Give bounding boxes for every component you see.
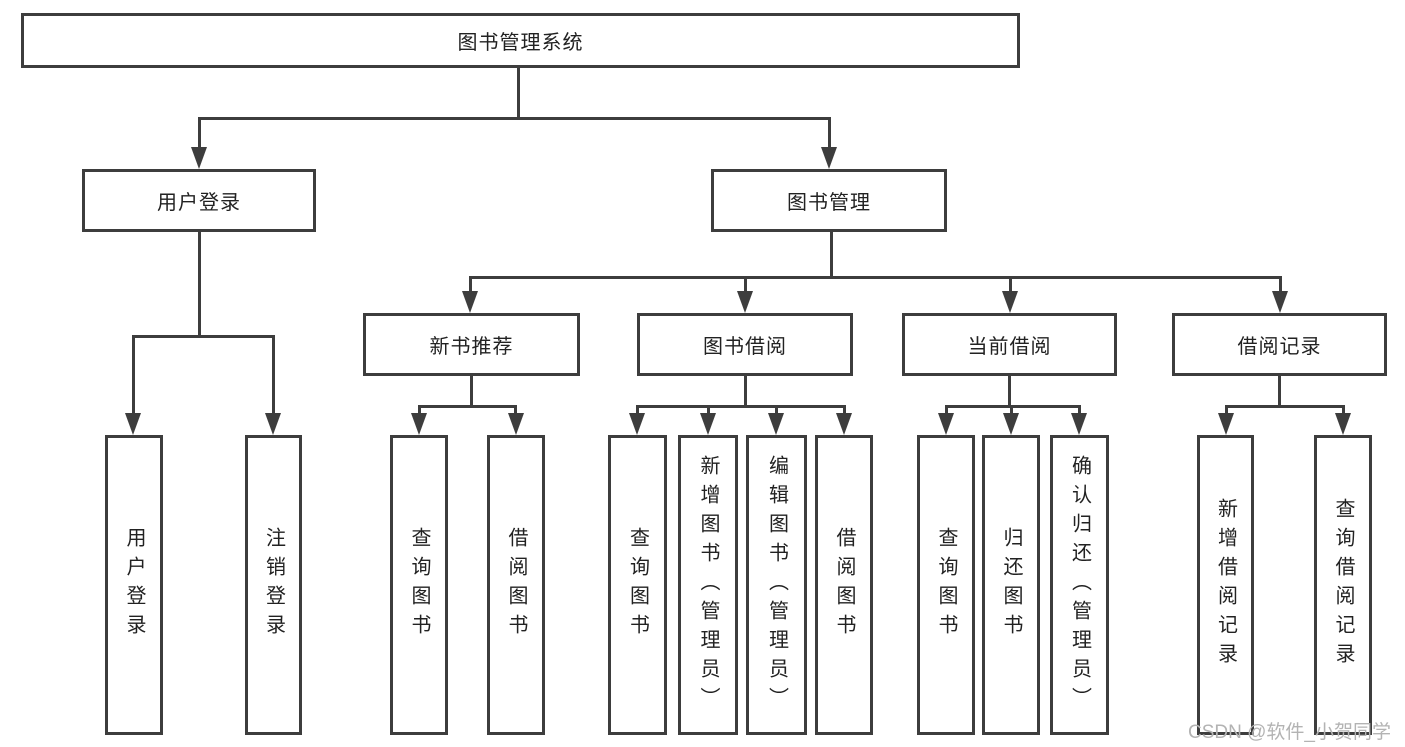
connector-book-borrowing-stem (744, 376, 747, 407)
arrowhead-to-search-books-3 (938, 413, 954, 435)
connector-new-book-rail (418, 405, 517, 408)
connector-to-leaf-user-login (132, 335, 135, 415)
connector-book-management-stem (830, 232, 833, 278)
node-book-management: 图书管理 (711, 169, 947, 232)
connector-to-search-books-1 (418, 405, 421, 417)
connector-root-stem (517, 68, 520, 120)
arrowhead-to-user-login (191, 147, 207, 169)
connector-current-borrowing-stem (1008, 376, 1011, 407)
connector-to-confirm-return (1078, 405, 1081, 417)
arrowhead-to-leaf-logout (265, 413, 281, 435)
connector-to-add-books (707, 405, 710, 417)
connector-borrowing-records-stem (1278, 376, 1281, 407)
csdn-watermark: CSDN @软件_小贺同学 (1188, 722, 1391, 743)
connector-to-add-borrow-record (1225, 405, 1228, 417)
node-borrowing-records: 借阅记录 (1172, 313, 1387, 376)
connector-to-search-books-2 (636, 405, 639, 417)
node-label: 查询图书 (626, 527, 649, 643)
leaf-search-books-borrowing: 查询图书 (608, 435, 667, 735)
connector-to-book-borrowing (744, 276, 747, 294)
leaf-confirm-return-admin: 确认归还（管理员） (1050, 435, 1109, 735)
node-label: 查询图书 (935, 527, 957, 643)
leaf-borrow-books-borrowing: 借阅图书 (815, 435, 873, 735)
connector-borrowing-records-rail (1225, 405, 1344, 408)
arrowhead-to-book-borrowing (737, 291, 753, 313)
node-label: 图书管理系统 (457, 32, 584, 54)
connector-book-management-rail (469, 276, 1282, 279)
arrowhead-to-current-borrowing (1002, 291, 1018, 313)
node-label: 借阅图书 (833, 527, 855, 643)
connector-to-borrow-books-1 (514, 405, 517, 417)
connector-user-login-stem (198, 232, 201, 337)
connector-current-borrowing-rail (945, 405, 1081, 408)
arrowhead-to-search-books-2 (629, 413, 645, 435)
connector-to-edit-books (775, 405, 778, 417)
connector-user-login-rail (133, 335, 275, 338)
node-label: 查询借阅记录 (1332, 498, 1354, 672)
arrowhead-to-search-books-1 (411, 413, 427, 435)
node-label: 新书推荐 (429, 336, 514, 358)
connector-to-user-login (198, 117, 201, 151)
connector-to-return-books (1010, 405, 1013, 417)
connector-to-search-borrow-record (1342, 405, 1345, 417)
node-label: 编辑图书（管理员） (765, 454, 788, 716)
leaf-edit-books-admin: 编辑图书（管理员） (746, 435, 807, 735)
leaf-search-books-recommend: 查询图书 (390, 435, 448, 735)
arrowhead-to-edit-books (768, 413, 784, 435)
node-library-management-system: 图书管理系统 (21, 13, 1020, 68)
connector-new-book-stem (470, 376, 473, 407)
node-label: 用户登录 (123, 527, 145, 643)
connector-to-search-books-3 (945, 405, 948, 417)
arrowhead-to-confirm-return (1071, 413, 1087, 435)
node-label: 注销登录 (262, 527, 285, 643)
leaf-borrow-books-recommend: 借阅图书 (487, 435, 545, 735)
connector-to-book-management (828, 117, 831, 151)
connector-to-leaf-logout (272, 335, 275, 415)
leaf-search-borrow-record: 查询借阅记录 (1314, 435, 1372, 735)
connector-book-borrowing-rail (636, 405, 845, 408)
arrowhead-to-borrow-books-2 (836, 413, 852, 435)
leaf-user-login: 用户登录 (105, 435, 163, 735)
connector-to-borrowing-records (1279, 276, 1282, 294)
arrowhead-to-new-book-recommendation (462, 291, 478, 313)
leaf-add-borrow-record: 新增借阅记录 (1197, 435, 1254, 735)
arrowhead-to-add-books (700, 413, 716, 435)
node-label: 当前借阅 (967, 336, 1052, 358)
leaf-return-books: 归还图书 (982, 435, 1040, 735)
arrowhead-to-borrowing-records (1272, 291, 1288, 313)
node-label: 新增借阅记录 (1214, 498, 1237, 672)
arrowhead-to-book-management (821, 147, 837, 169)
node-label: 归还图书 (1000, 527, 1022, 643)
node-label: 用户登录 (157, 192, 241, 214)
node-new-book-recommendation: 新书推荐 (363, 313, 580, 376)
connector-to-borrow-books-2 (843, 405, 846, 417)
leaf-search-books-current: 查询图书 (917, 435, 975, 735)
connector-to-current-borrowing (1009, 276, 1012, 294)
arrowhead-to-return-books (1003, 413, 1019, 435)
leaf-logout-login: 注销登录 (245, 435, 302, 735)
arrowhead-to-add-borrow-record (1218, 413, 1234, 435)
arrowhead-to-leaf-user-login (125, 413, 141, 435)
node-user-login: 用户登录 (82, 169, 316, 232)
node-label: 图书借阅 (703, 336, 787, 358)
connector-root-rail (198, 117, 831, 120)
leaf-add-books-admin: 新增图书（管理员） (678, 435, 738, 735)
node-label: 借阅图书 (505, 527, 527, 643)
arrowhead-to-borrow-books-1 (508, 413, 524, 435)
node-label: 查询图书 (408, 527, 430, 643)
node-label: 新增图书（管理员） (697, 454, 719, 716)
node-label: 图书管理 (787, 192, 871, 214)
arrowhead-to-search-borrow-record (1335, 413, 1351, 435)
node-book-borrowing: 图书借阅 (637, 313, 853, 376)
node-label: 确认归还（管理员） (1068, 454, 1091, 716)
node-current-borrowing: 当前借阅 (902, 313, 1117, 376)
node-label: 借阅记录 (1237, 336, 1322, 358)
connector-to-new-book-recommendation (469, 276, 472, 294)
